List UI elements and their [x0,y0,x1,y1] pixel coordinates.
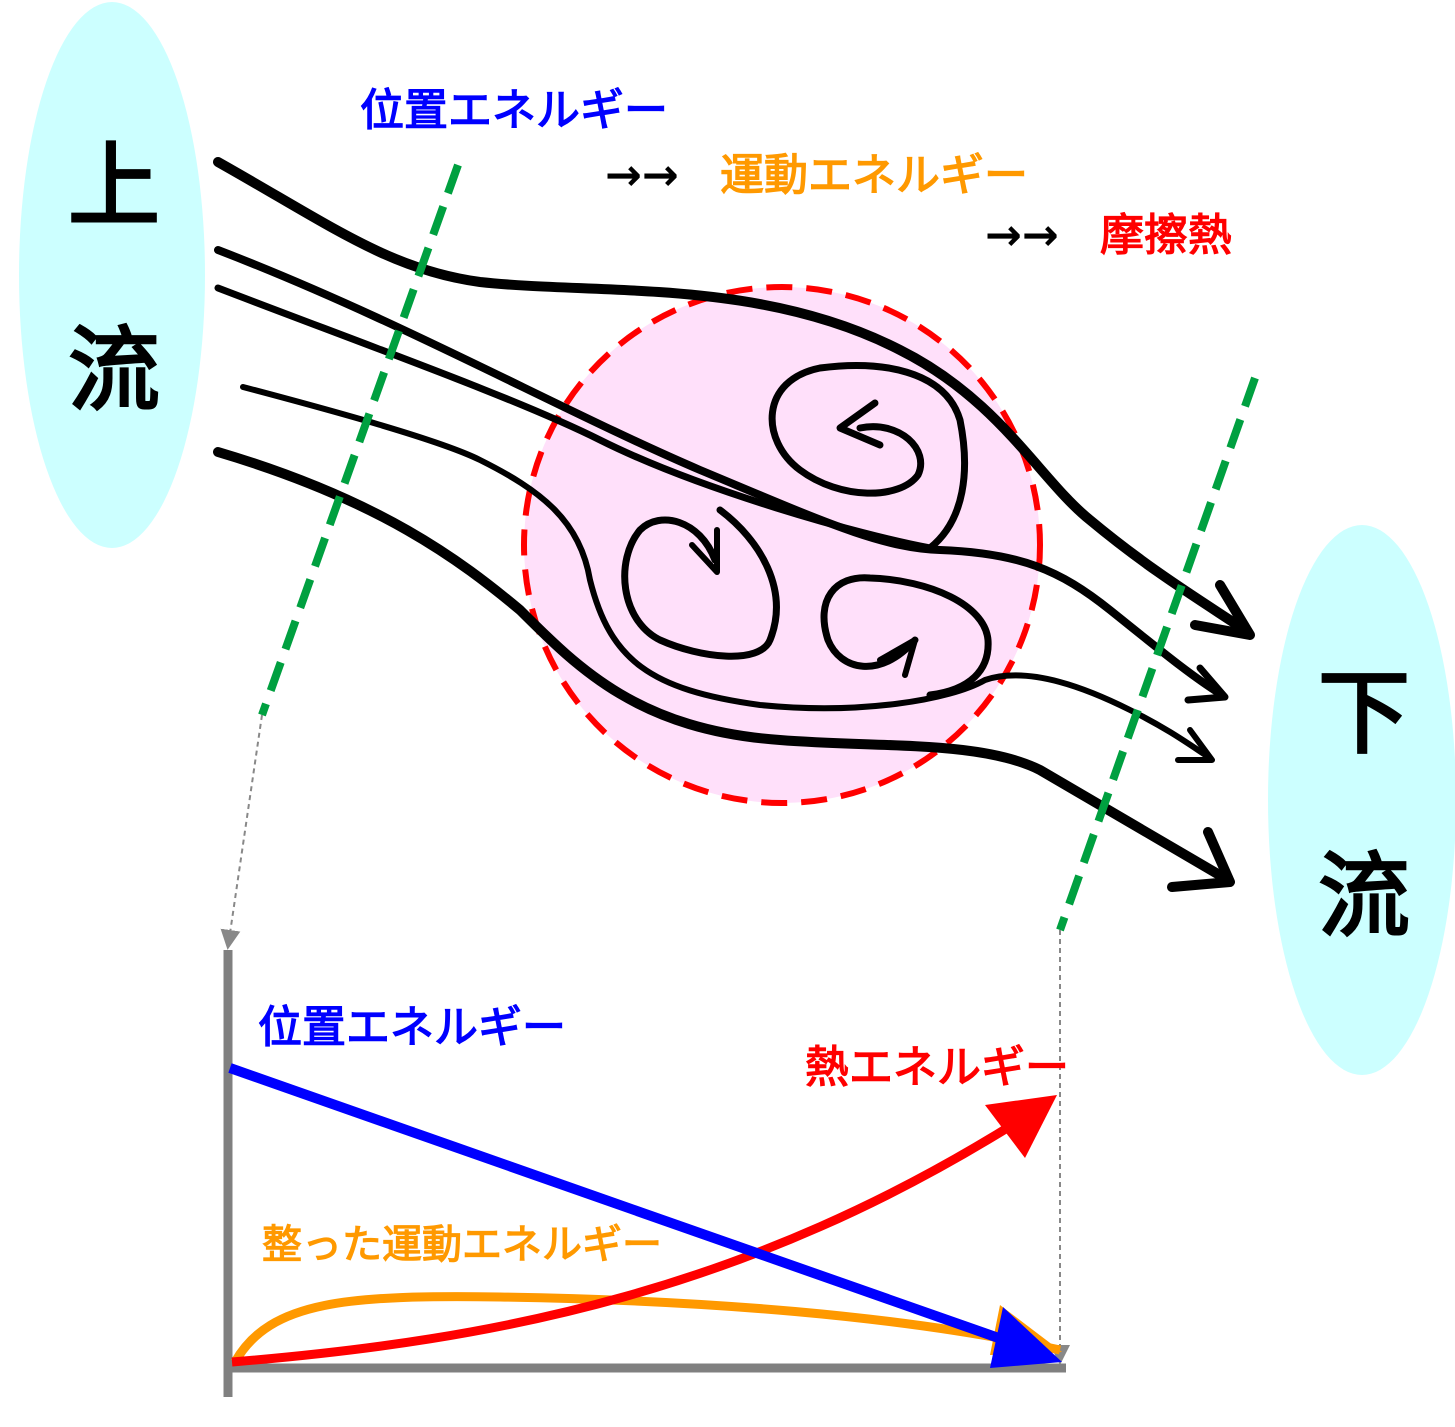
streamlines [213,157,1255,892]
streamline-3 [214,284,969,552]
energy-graph: 位置エネルギー 熱エネルギー 整った運動エネルギー [223,950,1069,1397]
upstream-char-2: 流 [68,317,160,424]
graph-label-ordered-kinetic: 整った運動エネルギー [262,1222,662,1268]
downstream-char-1: 下 [1318,660,1410,767]
downstream-region [1268,525,1455,1075]
projection-upstream [220,714,263,950]
section-line-downstream [1056,376,1259,932]
streamline-bottom [213,447,1233,885]
heat-curve [231,1116,1023,1367]
vortex-3-arrow [877,637,918,678]
graph-label-heat: 熱エネルギー [805,1042,1069,1093]
vortex-2-arrow [689,527,720,575]
streamline-4 [240,384,1213,761]
arrowhead-bottom [1167,827,1235,892]
section-line-upstream [258,163,462,717]
vortex-zone [521,284,1043,806]
vortex-1-arrow [836,399,884,449]
heat-arrowhead [985,1095,1057,1158]
vortex-2 [621,506,780,660]
arrowhead-2 [1184,664,1229,704]
downstream-char-2: 流 [1318,843,1410,950]
arrowhead-top [1190,580,1255,640]
top-arrow-1: →→ [605,150,679,201]
potential-line [228,1063,1012,1347]
upstream-region [19,2,205,548]
vortex-3 [820,574,992,699]
arrowhead-4 [1175,727,1215,763]
top-arrow-2: →→ [985,210,1059,261]
streamline-top [213,157,1253,637]
potential-arrowhead [990,1307,1062,1368]
top-label-kinetic: 運動エネルギー [720,150,1028,201]
top-label-friction: 摩擦熱 [1100,210,1232,261]
top-label-potential: 位置エネルギー [360,85,668,136]
graph-label-potential: 位置エネルギー [258,1002,566,1053]
upstream-char-1: 上 [68,133,160,240]
ordered-kinetic-curve [231,1292,1061,1365]
